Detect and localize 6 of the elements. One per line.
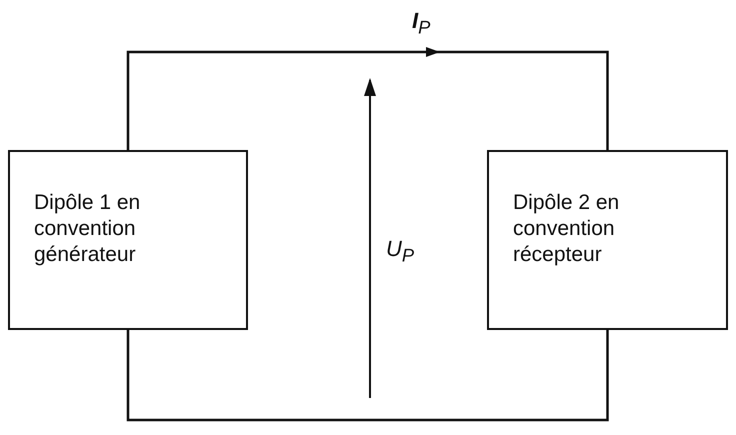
dipole-label: Dipôle 2 en convention récepteur [513,190,620,268]
voltage-label: U$_{P}$ [386,236,414,266]
dipole-label: Dipôle 1 en convention générateur [34,190,142,268]
current-label: I$_{P}$ [412,8,430,38]
dipole-box [487,150,728,330]
dipole-box [8,150,248,330]
